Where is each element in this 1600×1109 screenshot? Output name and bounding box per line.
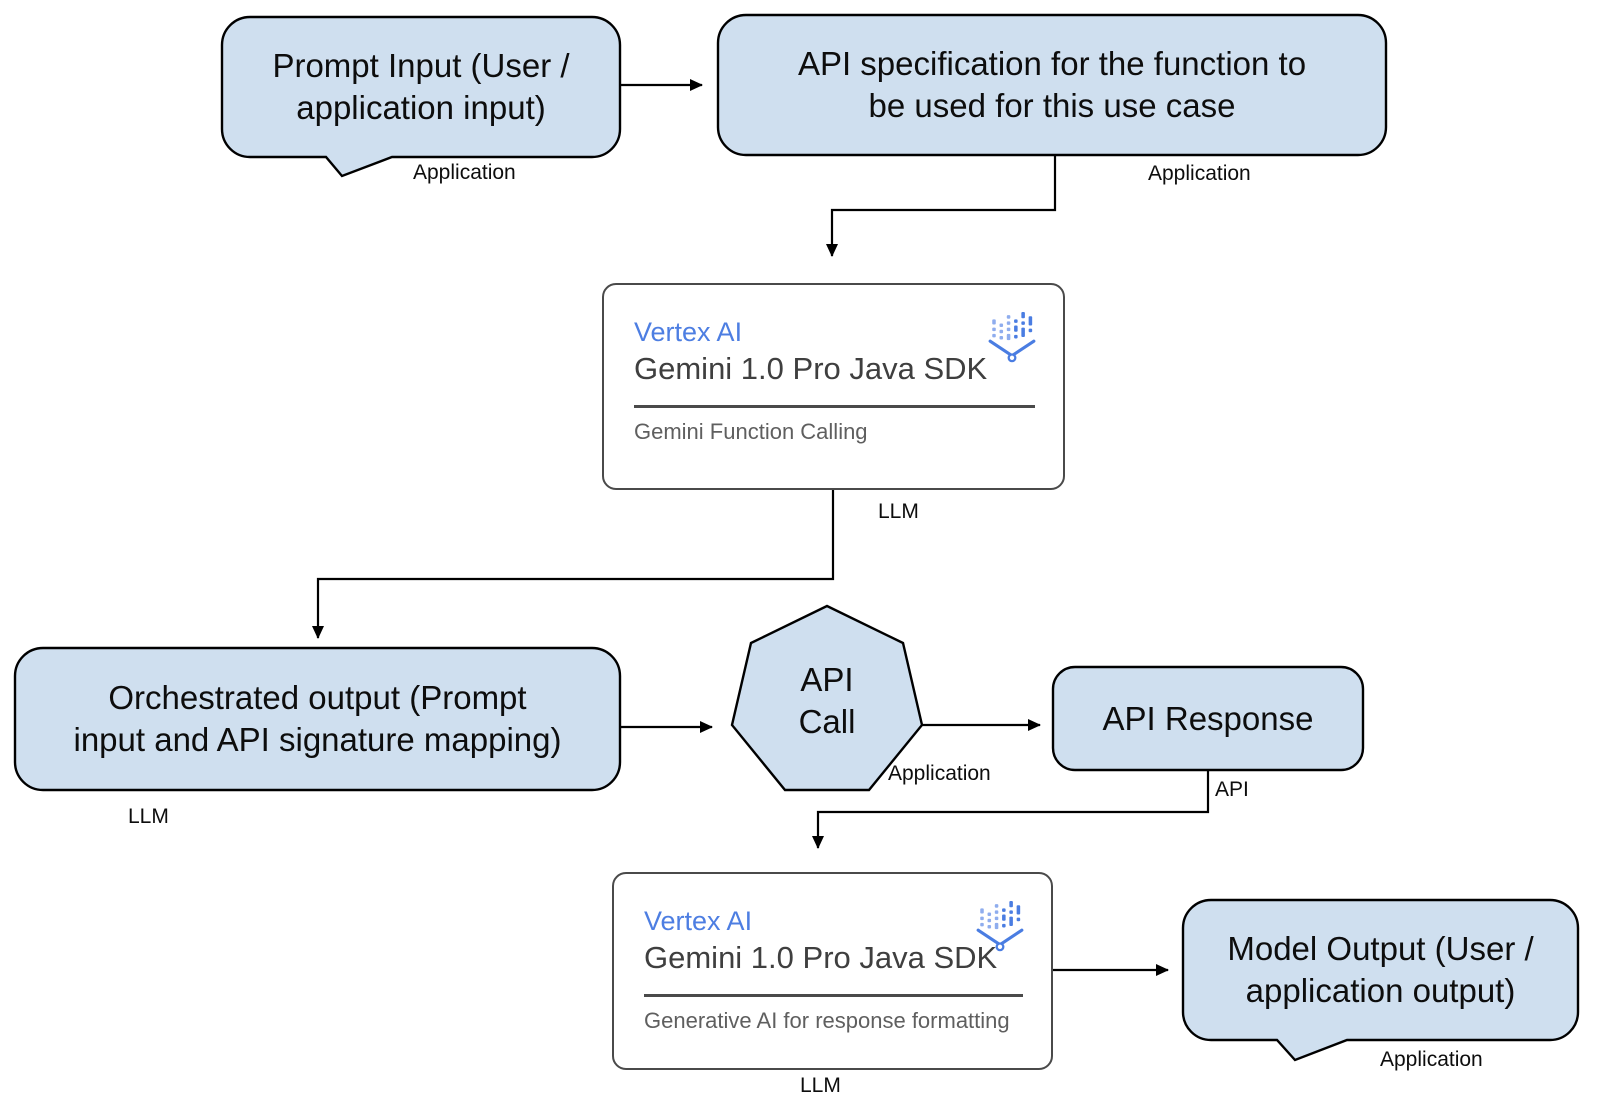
api-call-node — [730, 604, 924, 792]
vertex-ai-icon — [988, 312, 1036, 363]
vertex-ai-card-function-calling: Vertex AI Gemini 1.0 Pro Java SDK Gemini… — [602, 283, 1065, 490]
card-divider — [644, 994, 1023, 997]
card-divider — [634, 405, 1035, 408]
connector-apispec-to-llm1 — [826, 155, 1057, 257]
model-output-node — [1181, 898, 1580, 1062]
orchestrated-output-node — [13, 646, 622, 792]
connector-apiresponse-to-llm2 — [812, 770, 1210, 849]
prompt-input-node — [220, 15, 622, 178]
vertex-ai-card-response-formatting: Vertex AI Gemini 1.0 Pro Java SDK Genera… — [612, 872, 1053, 1070]
api-response-node — [1051, 665, 1365, 772]
vertex-ai-feature-label: Generative AI for response formatting — [644, 1008, 1010, 1033]
connector-llm1-to-orchestrated — [312, 490, 835, 639]
vertex-ai-product-name: Vertex AI — [644, 906, 753, 936]
vertex-ai-product-name: Vertex AI — [634, 317, 743, 347]
api-spec-node — [716, 13, 1388, 157]
vertex-ai-feature-label: Gemini Function Calling — [634, 419, 868, 444]
vertex-ai-sdk-name: Gemini 1.0 Pro Java SDK — [634, 351, 988, 386]
vertex-ai-icon — [976, 901, 1024, 952]
vertex-ai-sdk-name: Gemini 1.0 Pro Java SDK — [644, 940, 998, 975]
